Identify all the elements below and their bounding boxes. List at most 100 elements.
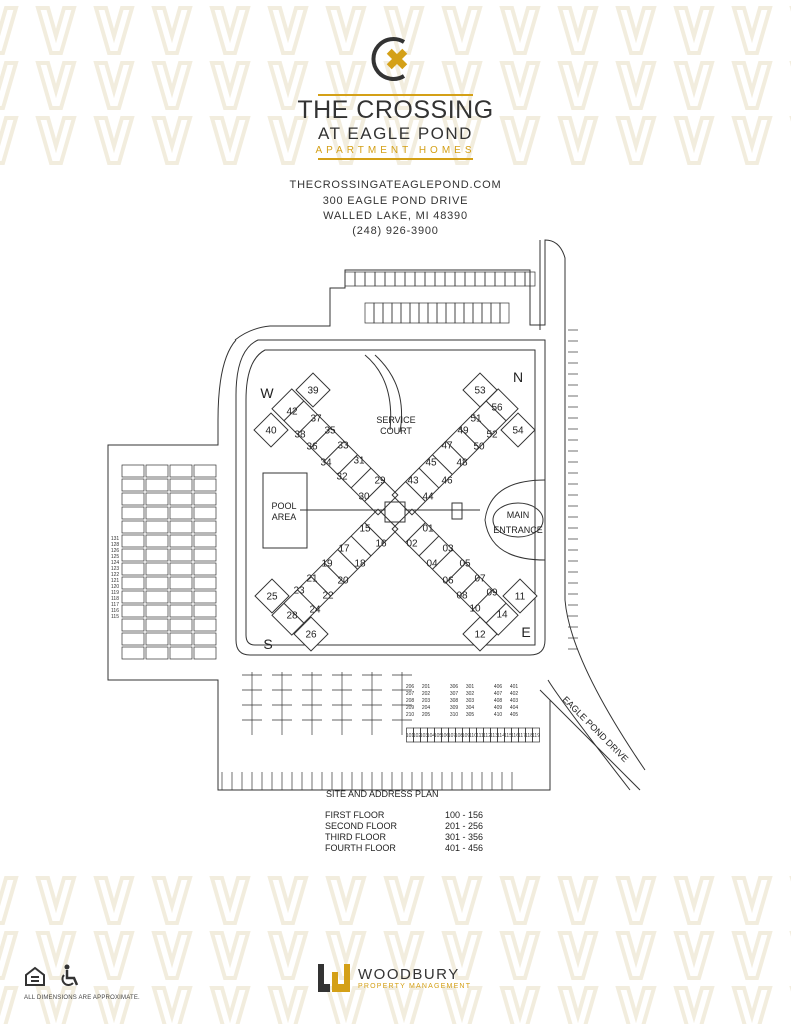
stall-number: 110 [469, 733, 477, 739]
garage-number: 305 [466, 712, 475, 718]
garage-number: 205 [422, 712, 431, 718]
stall-number: 121 [111, 578, 120, 584]
garage-number: 408 [494, 698, 503, 704]
floor-name: THIRD FLOOR [325, 832, 387, 842]
company-name: WOODBURY [358, 966, 460, 983]
stall-number: 128 [111, 542, 120, 548]
compass-east: E [521, 624, 530, 640]
unit-number: 52 [486, 430, 498, 441]
unit-number: 42 [286, 407, 298, 418]
garage-number: 308 [450, 698, 459, 704]
stall-number: 115 [504, 733, 512, 739]
garage-number: 310 [450, 712, 459, 718]
stall-number: 131 [111, 536, 120, 542]
stall-number: 116 [511, 733, 519, 739]
stall-number: 114 [497, 733, 505, 739]
garage-number: 304 [466, 705, 475, 711]
unit-number: 09 [486, 588, 498, 599]
stall-number: 111 [476, 733, 484, 739]
stall-number: 123 [111, 566, 120, 572]
unit-number: 35 [324, 426, 336, 437]
garage-number: 307 [450, 691, 459, 697]
unit-number: 07 [474, 574, 486, 585]
brand-subtitle: AT EAGLE POND [318, 124, 473, 143]
unit-number: 51 [470, 414, 482, 425]
road-label: EAGLE POND DRIVE [561, 694, 631, 764]
garage-number: 309 [450, 705, 459, 711]
stall-number: 116 [111, 608, 119, 614]
address-line: 300 EAGLE POND DRIVE [322, 195, 469, 207]
floor-row: THIRD FLOOR 301 - 356 [325, 832, 483, 842]
unit-number: 16 [375, 539, 387, 550]
garage-number: 203 [422, 698, 431, 704]
unit-number: 15 [359, 524, 371, 535]
main-entrance-label-1: MAIN [507, 510, 530, 520]
garage-number: 208 [406, 698, 415, 704]
garage-number: 201 [422, 684, 431, 690]
service-court-label-2: COURT [380, 426, 412, 436]
unit-number: 30 [358, 492, 370, 503]
unit-number: 06 [442, 576, 454, 587]
equal-housing-icon [25, 966, 45, 986]
stall-number: 117 [518, 733, 526, 739]
stall-number: 124 [111, 560, 120, 566]
unit-number: 46 [441, 476, 453, 487]
unit-number: 49 [457, 426, 469, 437]
stall-number: 102 [413, 733, 422, 739]
garage-number: 206 [406, 684, 415, 690]
crossing-logo-icon [371, 37, 408, 81]
garage-number: 403 [510, 698, 519, 704]
website-link[interactable]: THECROSSINGATEAGLEPOND.COM [289, 179, 502, 191]
stall-number: 105 [434, 733, 443, 739]
unit-number: 37 [310, 414, 322, 425]
unit-number: 18 [354, 559, 366, 570]
garage-number: 202 [422, 691, 431, 697]
floor-range: 401 - 456 [445, 843, 484, 853]
unit-number: 22 [322, 591, 334, 602]
bottom-pattern [0, 876, 791, 1024]
unit-number: 44 [422, 492, 434, 503]
stall-number: 125 [111, 554, 120, 560]
unit-number: 36 [306, 442, 318, 453]
stall-number: 103 [420, 733, 429, 739]
floor-range: 301 - 356 [445, 832, 484, 842]
garage-number: 410 [494, 712, 503, 718]
stall-number: 119 [532, 733, 540, 739]
unit-number: 34 [320, 458, 332, 469]
unit-number: 24 [309, 605, 321, 616]
stall-number: 113 [490, 733, 498, 739]
unit-number: 40 [265, 426, 277, 437]
stall-number: 107 [448, 733, 457, 739]
stall-number: 119 [111, 590, 119, 596]
unit-number: 54 [512, 426, 524, 437]
compass-south: S [263, 636, 272, 652]
phone-number[interactable]: (248) 926-3900 [352, 225, 439, 237]
unit-number: 20 [337, 576, 349, 587]
unit-number: 10 [469, 604, 481, 615]
unit-number: 45 [425, 458, 437, 469]
unit-number: 56 [491, 403, 503, 414]
pool-area-label-2: AREA [272, 512, 297, 522]
unit-number: 39 [307, 386, 319, 397]
unit-number: 03 [442, 544, 454, 555]
garage-number: 302 [466, 691, 475, 697]
wheelchair-icon [61, 964, 79, 986]
unit-number: 21 [306, 574, 318, 585]
top-pattern [0, 6, 791, 165]
stall-number: 115 [111, 614, 119, 620]
unit-number: 17 [338, 544, 350, 555]
garage-number: 401 [510, 684, 519, 690]
compass-west: W [260, 385, 274, 401]
unit-number: 43 [407, 476, 419, 487]
floor-name: SECOND FLOOR [325, 821, 398, 831]
dimensions-note: ALL DIMENSIONS ARE APPROXIMATE. [24, 995, 140, 1001]
garage-number: 406 [494, 684, 503, 690]
unit-number: 33 [337, 441, 349, 452]
unit-number: 08 [456, 591, 468, 602]
floor-range: 100 - 156 [445, 810, 484, 820]
unit-number: 26 [305, 630, 317, 641]
